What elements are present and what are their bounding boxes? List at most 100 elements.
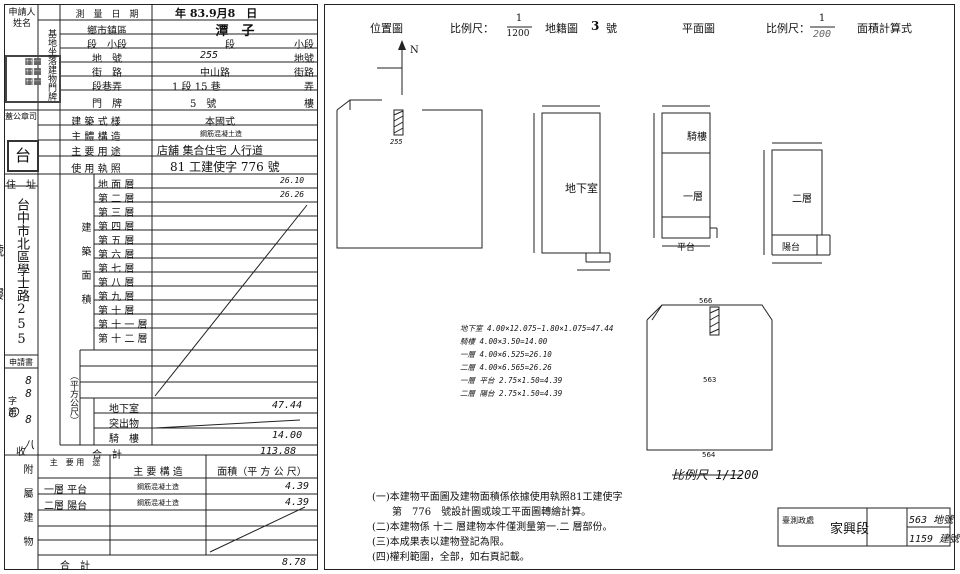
stamp-build: 1159 建號: [909, 534, 960, 545]
basement-label: 地下室: [109, 404, 139, 415]
note-line: (一)本建物平面圖及建物面積係依據使用執照81工建使字: [372, 492, 623, 503]
applicant-name: 潭 子: [215, 24, 255, 39]
floor-name-9: 第 九 層: [98, 292, 135, 303]
annex-row-1-structure: 鋼筋混凝土造: [137, 483, 179, 491]
annex-label: 附屬建物: [21, 464, 32, 560]
section-suffix: 段: [225, 40, 235, 51]
location-lot-label: 255: [390, 138, 403, 146]
area-calc-line: 騎樓 4.00×3.50=14.00: [460, 337, 548, 346]
note-line: (四)權利範圍，全部，如右頁記載。: [372, 552, 530, 563]
total-label: 合 計: [92, 450, 122, 461]
address-label: 住 址: [6, 180, 36, 191]
lot-label: 地 號: [92, 54, 122, 65]
structure-label: 主 體 構 造: [71, 132, 121, 143]
annex-row-2-structure: 鋼筋混凝土造: [137, 499, 179, 507]
area-calc-list: 地下室 4.00×12.075−1.80×1.075=47.44 騎樓 4.00×…: [460, 322, 640, 400]
subsection-suffix: 小段: [294, 40, 314, 51]
annex-header-area: 面積（平 方 公 尺）: [217, 467, 307, 478]
street-value: 中山路: [200, 68, 230, 79]
annex-header-use: 主 要 用 途: [49, 458, 101, 467]
plan-scale-den: 200: [812, 29, 832, 40]
applicant-book-label: 申請書: [9, 358, 33, 367]
structure-value: 鋼筋混凝土造: [200, 130, 242, 138]
basement-area: 47.44: [272, 400, 303, 411]
annex-row-1-use: 一層 平台: [44, 485, 88, 496]
seal-stamp-icon: ▦▦▦▦▦▦: [5, 55, 61, 103]
floor-name-7: 第 七 層: [98, 264, 135, 275]
cadastral-no: 3: [591, 19, 600, 33]
floor-name-8: 第 八 層: [98, 278, 135, 289]
note-line: (三)本成果表以建物登記為限。: [372, 537, 510, 548]
bottom-scale: 比例尺 1/1200: [672, 468, 759, 482]
build-style-label: 建 築 式 樣: [71, 117, 121, 128]
arcade-label: 騎 樓: [109, 434, 139, 445]
stamp-lot: 563 地號: [909, 515, 954, 526]
lot-mid-label: 563: [703, 376, 717, 384]
floor-name-11: 第 十 一 層: [98, 320, 148, 331]
floor2-room-label: 二層: [792, 194, 812, 205]
annex-row-2-use: 二層 陽台: [44, 501, 88, 512]
north-label: N: [410, 45, 419, 56]
stamp-section: 家興段: [830, 522, 870, 537]
doc-no-value: 88 8 八〇: [6, 374, 35, 450]
floor-name-10: 第 十 層: [98, 306, 135, 317]
location-scale-num: 1: [515, 13, 523, 24]
area-calc-line: 一層 平台 2.75×1.50=4.39: [460, 376, 563, 385]
annex-total-label: 合 計: [60, 561, 90, 572]
floor-name-6: 第 六 層: [98, 250, 135, 261]
cadastral-label: 地籍圖: [545, 22, 578, 35]
lot-bottom-label: 564: [702, 451, 716, 459]
floor1-room-label: 一層: [683, 192, 703, 203]
site-label: 基地坐落建物門牌: [46, 29, 56, 101]
build-style-value: 本國式: [205, 117, 235, 128]
floor-name-5: 第 五 層: [98, 236, 135, 247]
lane-value: 1 段 15 巷: [172, 82, 221, 93]
floor-name-12: 第 十 二 層: [98, 334, 148, 345]
use-label: 主 要 用 途: [71, 147, 121, 158]
floor-name-1: 地 面 層: [98, 180, 135, 191]
date-label: 測 量 日 期: [75, 10, 139, 20]
seal-label: 蓋公章司: [5, 112, 37, 121]
location-map-title: 位置圖: [370, 22, 403, 35]
left-form-grid: [4, 4, 318, 570]
area-unit-label: （平方公尺）: [68, 370, 78, 425]
receive-label: 收: [16, 447, 26, 458]
date-value: 年 83.9月8 日: [175, 7, 258, 20]
area-calc-line: 地下室 4.00×12.075−1.80×1.075=47.44: [460, 324, 614, 333]
protrude-label: 突出物: [109, 419, 139, 430]
basement-room-label: 地下室: [565, 182, 598, 195]
doc-no-label: 字第: [6, 396, 16, 418]
number-value: 5 號: [190, 99, 217, 110]
floor-name-2: 第 二 層: [98, 194, 135, 205]
company-seal-icon: 台: [7, 140, 39, 172]
floor-name-3: 第 三 層: [98, 208, 135, 219]
license-value: 81 工建使字 776 號: [170, 160, 280, 174]
annex-header-structure: 主 要 構 造: [133, 467, 183, 478]
plan-scale-num: 1: [818, 13, 826, 24]
number-label: 門 牌: [92, 99, 122, 110]
applicant-label: 申請人姓名: [8, 8, 36, 29]
license-label: 使 用 執 照: [71, 164, 121, 175]
area-calc-line: 二層 4.00×6.565=26.26: [460, 363, 552, 372]
area-calc-line: 一層 4.00×6.525=26.10: [460, 350, 552, 359]
lot-top-label: 566: [699, 297, 713, 305]
total-area: 113.88: [260, 446, 297, 457]
lane-label: 段巷弄: [92, 82, 122, 93]
annex-row-2-area: 4.39: [285, 497, 310, 508]
stamp-office: 臺測政處: [782, 516, 814, 525]
arcade-room-label: 騎樓: [687, 132, 707, 143]
annex-row-1-area: 4.39: [285, 481, 310, 492]
plan-scale-label: 比例尺：: [766, 22, 810, 35]
floorplan-title: 平面圖: [682, 22, 715, 35]
floor-area-1: 26.10: [280, 176, 305, 185]
drawing-area: [324, 4, 955, 570]
balcony-room-label: 陽台: [782, 243, 801, 253]
note-line: 第 776 號設計圖或竣工平面圖轉繪計算。: [372, 507, 592, 518]
location-scale-label: 比例尺：: [450, 22, 494, 35]
number-suffix: 樓: [304, 99, 314, 110]
use-value: 店舖 集合住宅 人行道: [157, 144, 263, 157]
location-scale-den: 1200: [506, 29, 530, 39]
cadastral-suffix: 號: [606, 22, 617, 35]
floor-name-4: 第 四 層: [98, 222, 135, 233]
